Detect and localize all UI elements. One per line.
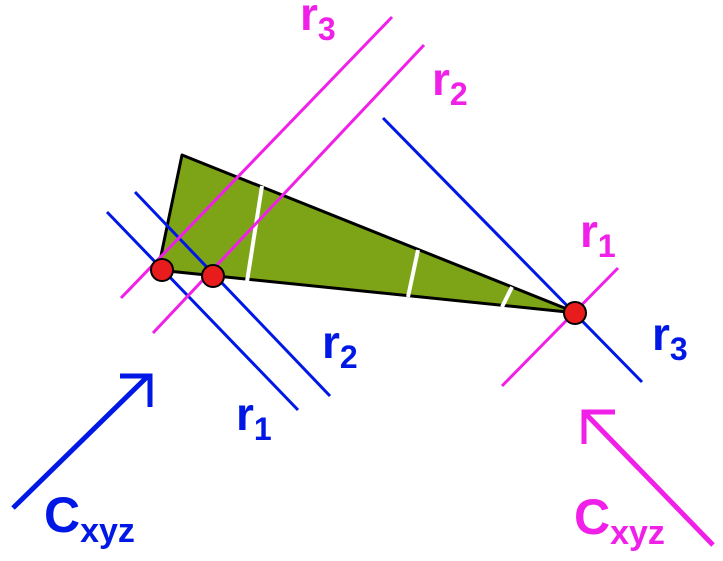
label-r2-magenta: r2 — [432, 53, 468, 112]
triangle-stripe — [500, 286, 514, 308]
label-c-xyz-blue: Cxyz — [44, 487, 135, 550]
magenta-line-r3 — [119, 15, 394, 300]
label-r1-magenta: r1 — [580, 205, 616, 264]
intersection-point-right — [563, 301, 587, 325]
triangle-stripe — [406, 249, 420, 298]
label-c-xyz-magenta: Cxyz — [574, 489, 665, 552]
c-xyz-blue-arrow — [11, 373, 153, 510]
magenta-line-r1 — [500, 266, 620, 388]
c-xyz-magenta-arrow — [581, 409, 715, 547]
label-r1-blue: r1 — [236, 388, 272, 447]
magenta-line-r2 — [151, 43, 426, 335]
label-r3-blue: r3 — [652, 308, 688, 367]
label-r2-blue: r2 — [322, 316, 358, 375]
intersection-point-middle — [201, 264, 225, 288]
blue-line-r1 — [105, 210, 300, 412]
triangle — [156, 153, 579, 315]
label-r3-magenta: r3 — [300, 0, 336, 47]
blue-line-r2 — [133, 190, 332, 398]
blue-line-r3 — [381, 116, 644, 384]
triangle-stripe — [244, 185, 264, 289]
intersection-point-left — [150, 258, 174, 282]
